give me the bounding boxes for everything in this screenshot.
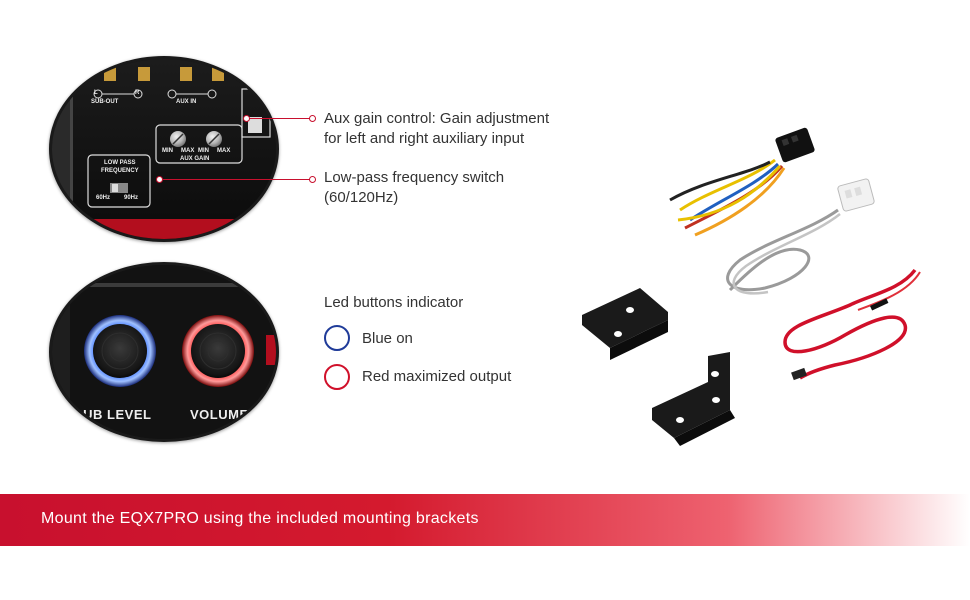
low-pass-box bbox=[87, 154, 151, 208]
low-pass-switch bbox=[110, 183, 128, 193]
blue-ring-icon bbox=[324, 325, 350, 351]
low-pass-callout-line1: Low-pass frequency switch bbox=[324, 169, 505, 186]
rca-connector-icon bbox=[180, 67, 192, 81]
mounting-bracket-icon bbox=[652, 352, 735, 446]
sub-level-label: SUB LEVEL bbox=[74, 407, 152, 422]
hz60-label: 60Hz bbox=[96, 195, 111, 201]
min-label: MIN bbox=[162, 148, 173, 154]
red-maximized-label: Red maximized output bbox=[362, 368, 512, 385]
led-indicator-title: Led buttons indicator bbox=[324, 294, 464, 311]
rca-connector-icon bbox=[104, 67, 116, 81]
left-label: L bbox=[94, 90, 98, 96]
mounting-banner: Mount the EQX7PRO using the included mou… bbox=[0, 494, 970, 546]
rca-connector-icon bbox=[212, 67, 224, 81]
low-pass-leader-line bbox=[162, 179, 311, 180]
low-pass-callout-line2: (60/120Hz) bbox=[324, 189, 399, 206]
aux-gain-callout-line1: Aux gain control: Gain adjustment bbox=[324, 110, 550, 127]
min-label: MIN bbox=[198, 148, 209, 154]
volume-button bbox=[191, 324, 245, 378]
blue-on-label: Blue on bbox=[362, 330, 413, 347]
aux-gain-box bbox=[155, 124, 243, 164]
frequency-label: FREQUENCY bbox=[101, 168, 139, 174]
low-pass-end-dot bbox=[309, 176, 316, 183]
front-panel-illustration bbox=[52, 265, 276, 439]
aux-in-label: AUX IN bbox=[176, 99, 197, 105]
red-ring-icon bbox=[324, 364, 350, 390]
rca-connector-icon bbox=[138, 67, 150, 81]
volume-label: VOLUME bbox=[190, 407, 249, 422]
aux-gain-label: AUX GAIN bbox=[180, 156, 210, 162]
right-label: R bbox=[135, 90, 140, 96]
rear-panel-photo: SUB-OUT L R AUX IN MIN MAX MIN MAX AUX G… bbox=[49, 56, 279, 242]
sub-level-button bbox=[93, 324, 147, 378]
aux-gain-leader-line bbox=[249, 118, 311, 119]
mounting-bracket-icon bbox=[582, 288, 668, 360]
aux-gain-callout-line2: for left and right auxiliary input bbox=[324, 130, 525, 147]
gray-cable-icon bbox=[726, 178, 875, 295]
wire-harness-icon bbox=[669, 127, 815, 237]
banner-text: Mount the EQX7PRO using the included mou… bbox=[41, 510, 479, 527]
accessories-illustration bbox=[582, 127, 921, 446]
sub-out-label: SUB-OUT bbox=[91, 99, 119, 105]
max-label: MAX bbox=[181, 148, 195, 154]
aux-gain-end-dot bbox=[309, 115, 316, 122]
front-panel-photo: SUB LEVEL VOLUME bbox=[49, 262, 279, 442]
hz90-label: 90Hz bbox=[124, 195, 139, 201]
low-pass-label: LOW PASS bbox=[104, 160, 136, 166]
red-cable-icon bbox=[783, 268, 921, 381]
max-label: MAX bbox=[217, 148, 231, 154]
